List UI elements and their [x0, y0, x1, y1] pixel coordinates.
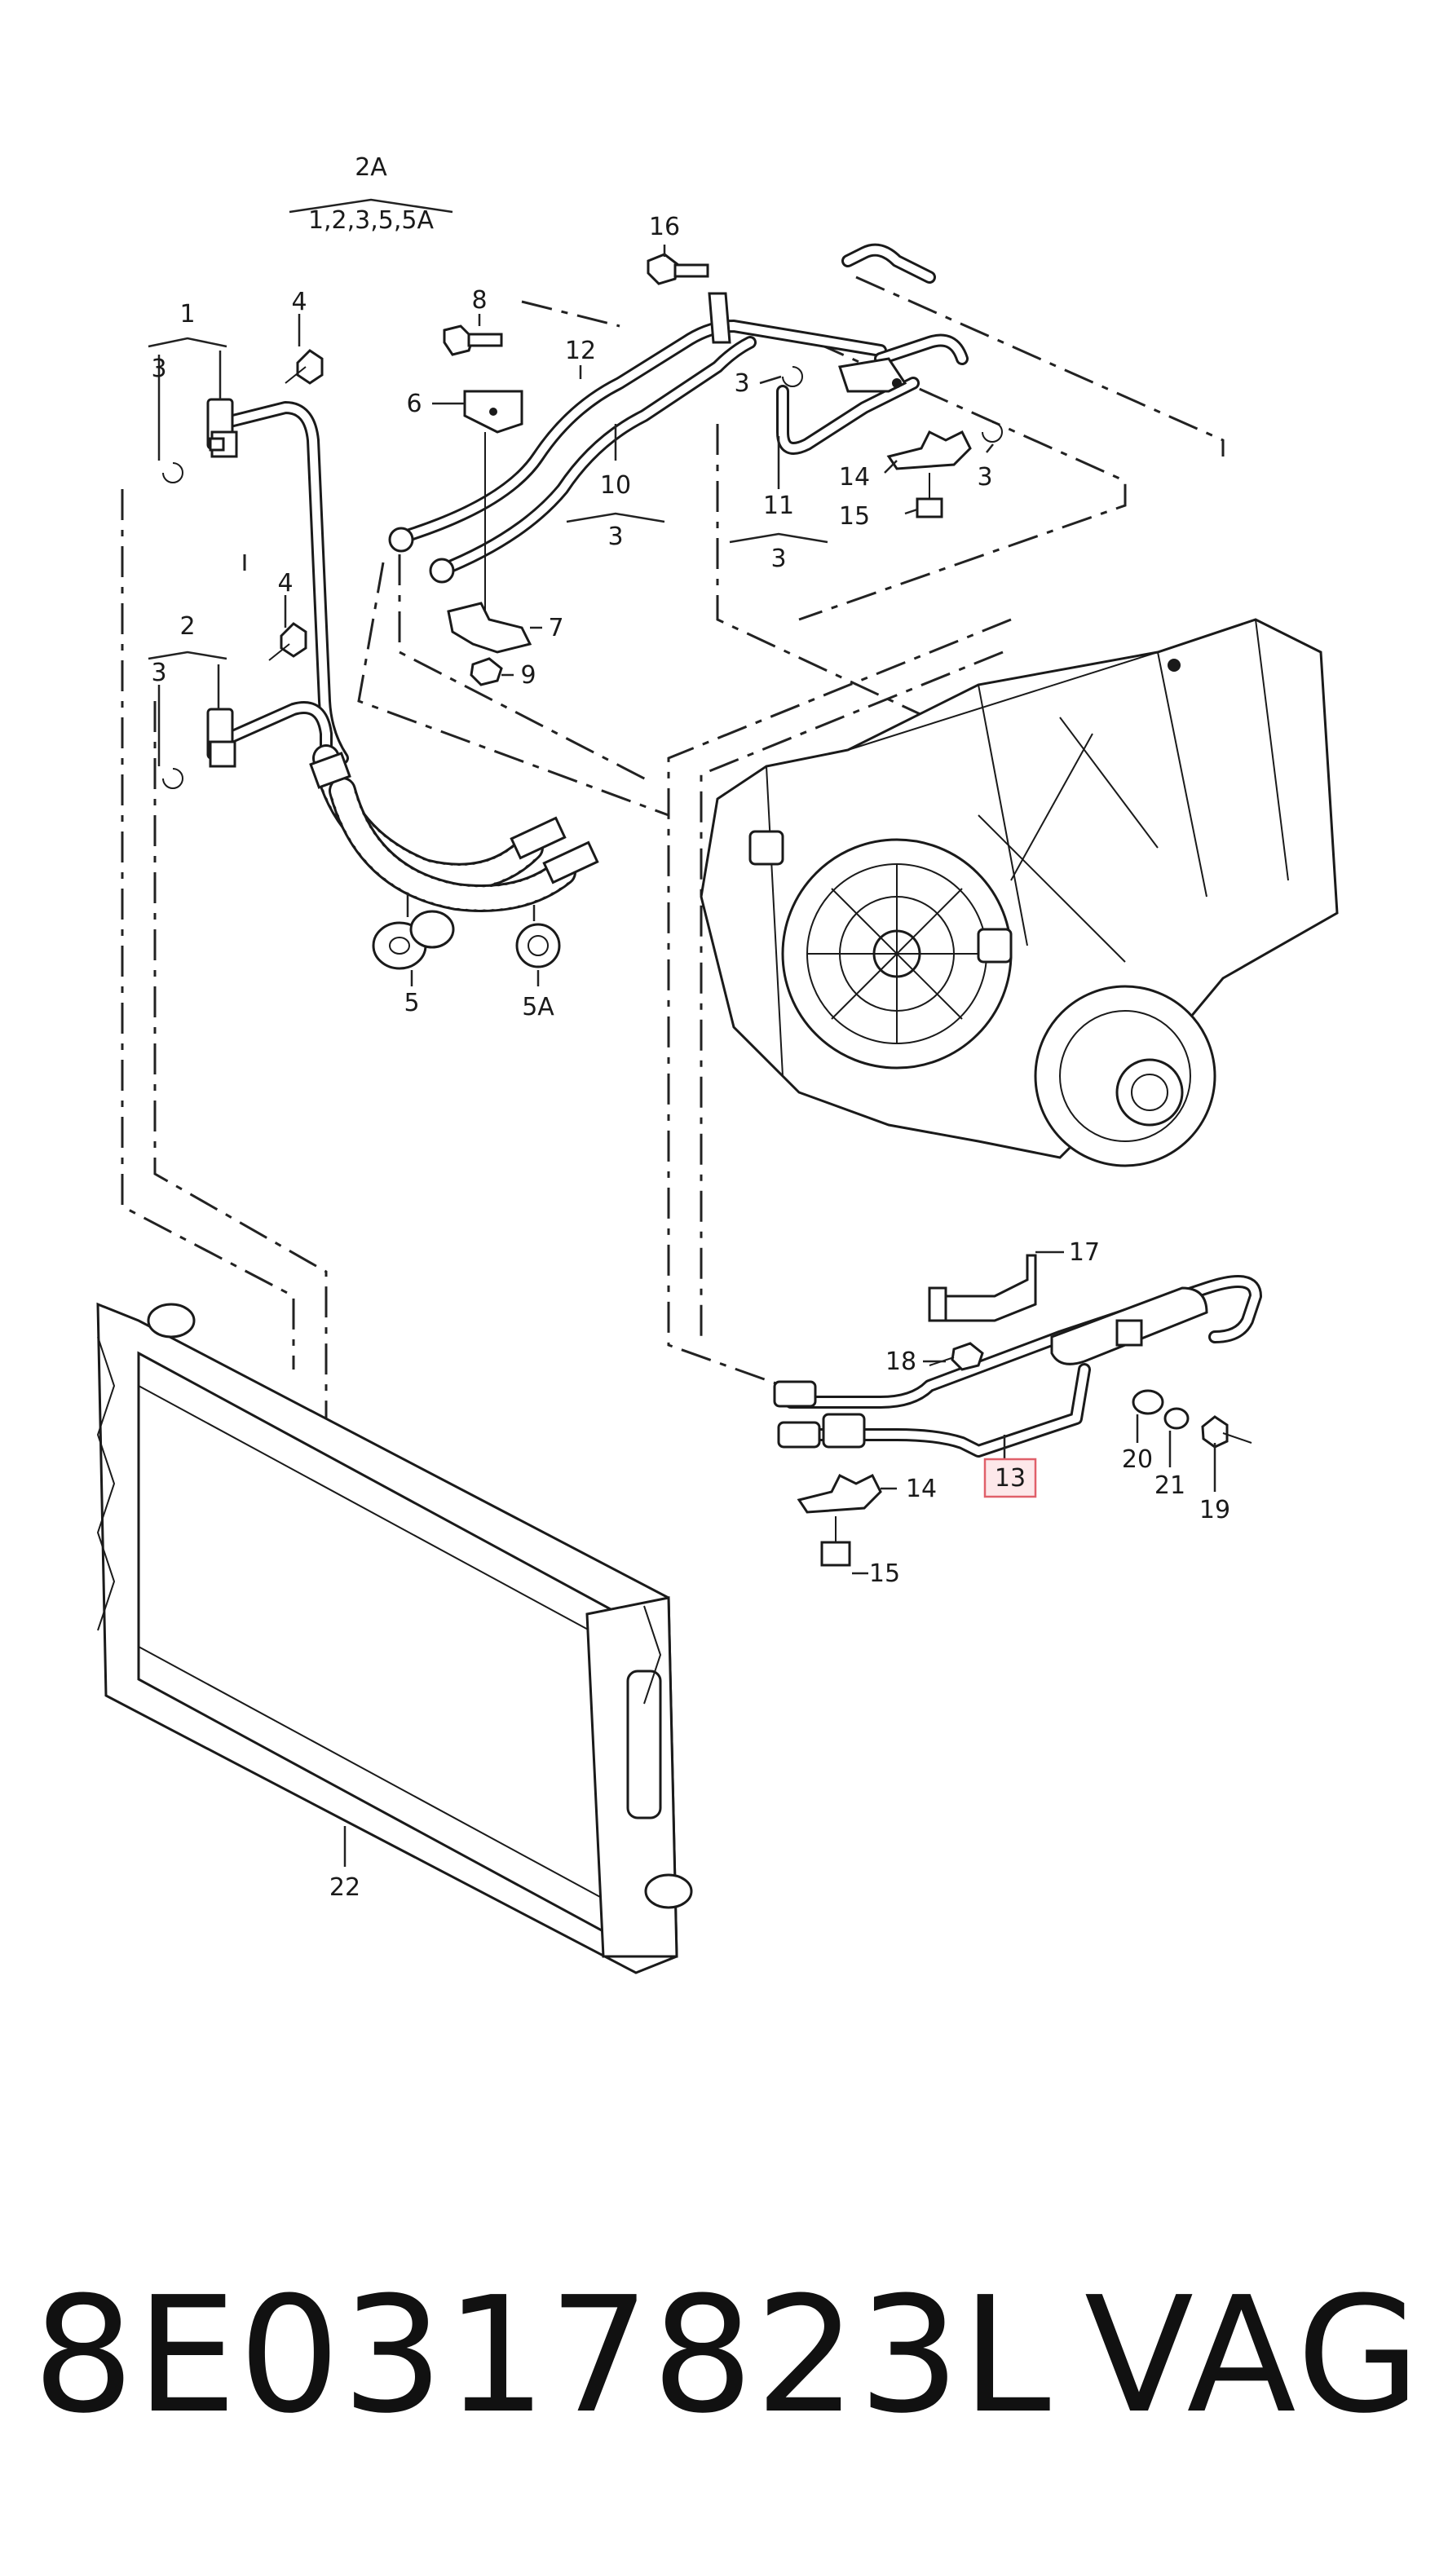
callout-3-lower-left: 3	[151, 659, 166, 687]
callout-19: 19	[1199, 1496, 1230, 1524]
part-number: 8E0317823L	[33, 2263, 1053, 2449]
part-20-plug	[1132, 1389, 1164, 1415]
callout-4-lower: 4	[277, 569, 293, 598]
part-17-bracket	[928, 1254, 1037, 1322]
callout-5a: 5A	[522, 993, 554, 1021]
part-5a-lock-washer	[515, 923, 561, 968]
callout-20: 20	[1122, 1445, 1153, 1474]
callout-3-part11: 3	[770, 545, 786, 573]
part-9-nut	[470, 657, 503, 686]
part-21-washer	[1163, 1407, 1190, 1430]
part-3-o-rings	[162, 366, 1003, 789]
callout-13: 13	[995, 1464, 1026, 1493]
callout-15-upper: 15	[839, 502, 870, 531]
part-10-12-rigid-pipes	[388, 320, 887, 584]
part-6-bracket	[463, 390, 523, 620]
part-18-bolt	[929, 1342, 984, 1371]
callout-10: 10	[600, 471, 631, 500]
callout-17: 17	[1069, 1238, 1100, 1267]
callout-22: 22	[329, 1873, 360, 1902]
callout-3-upper-left: 3	[151, 355, 166, 383]
footer: 8E0317823L VAG	[0, 2234, 1448, 2478]
callout-3-part10: 3	[607, 523, 623, 551]
part-22-radiator	[96, 1302, 693, 1974]
callout-2: 2	[179, 612, 195, 641]
part-15-lower-bolt	[820, 1516, 851, 1567]
callout-3-top-middle: 3	[734, 369, 749, 398]
callout-labels: 2A 1,2,3,5,5A 1 3 4 8 12 6 10 3 16 3 11 …	[151, 153, 1230, 1902]
callout-3-right: 3	[977, 463, 992, 492]
callout-16: 16	[649, 213, 680, 241]
part-13-oil-cooler-pipe	[773, 1275, 1262, 1458]
part-4-bolt-upper	[285, 349, 324, 385]
part-15-upper-bolt	[916, 473, 943, 518]
callout-2a: 2A	[355, 153, 387, 182]
part-14-lower-clamp	[797, 1473, 882, 1514]
callout-9: 9	[520, 661, 536, 690]
callout-11: 11	[763, 492, 794, 520]
callout-2a-subparts: 1,2,3,5,5A	[308, 206, 435, 235]
part-4-bolt-lower	[268, 622, 307, 661]
part-1-hose-assembly	[206, 398, 349, 765]
callout-13-highlight-box	[983, 1458, 1037, 1498]
part-5-grommet	[372, 910, 455, 970]
flexible-hoses	[309, 744, 599, 912]
part-16-bolt	[647, 253, 731, 344]
callout-14-upper: 14	[839, 463, 870, 492]
part-8-bolt	[443, 324, 503, 356]
callout-1: 1	[179, 300, 195, 329]
part-11-u-pipe	[776, 243, 969, 455]
callout-7: 7	[548, 614, 563, 642]
callout-5: 5	[404, 989, 419, 1017]
callout-15-lower: 15	[869, 1559, 900, 1588]
part-14-upper-clamp	[886, 430, 972, 470]
callout-14-lower: 14	[906, 1475, 937, 1503]
part-clamp-top-right	[838, 357, 907, 393]
callout-8: 8	[471, 286, 487, 315]
callout-18: 18	[885, 1348, 916, 1376]
callout-4-upper: 4	[291, 288, 307, 316]
assembly-guide-lines	[121, 276, 1225, 1418]
callout-21: 21	[1154, 1471, 1185, 1500]
part-2-hose-assembly	[206, 701, 333, 768]
exploded-parts-diagram: 2A 1,2,3,5,5A 1 3 4 8 12 6 10 3 16 3 11 …	[96, 153, 1339, 1974]
part-7-clamp	[447, 602, 532, 654]
transmission-housing	[700, 618, 1339, 1167]
part-19-bolt	[1201, 1415, 1252, 1449]
leader-lines	[148, 198, 1216, 1867]
brand-name: VAG	[1084, 2263, 1424, 2449]
callout-12: 12	[565, 337, 596, 365]
callout-6: 6	[406, 390, 422, 418]
